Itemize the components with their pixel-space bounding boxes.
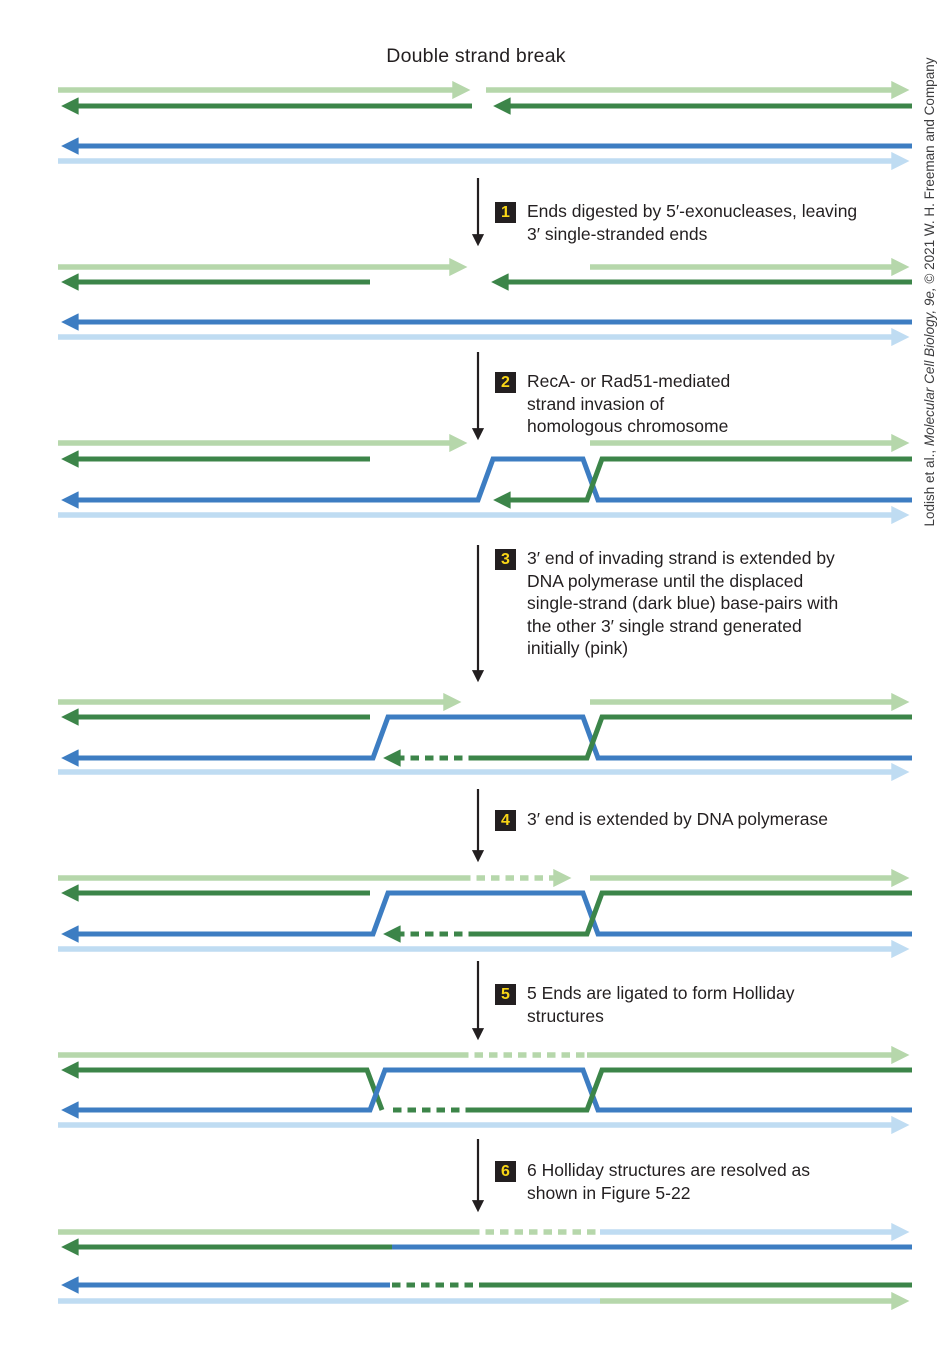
credit-suffix: © 2021 W. H. Freeman and Company: [922, 57, 937, 288]
p4-darkblue-invading-strand: [61, 714, 912, 767]
step-1-description: Ends digested by 5′-exonucleases, leavin…: [527, 201, 858, 244]
step-4-badge: 4: [495, 810, 516, 831]
panel-7-resolved-products: [58, 1222, 912, 1311]
p5-darkblue-invading-strand: [61, 890, 912, 943]
p3-darkgreen-displaced-strand: [493, 456, 912, 509]
credit-prefix: Lodish et al.,: [922, 446, 937, 527]
p6-darkblue-crossover-strand: [61, 1067, 912, 1119]
step-3-description: 3′ end of invading strand is extended by…: [527, 548, 839, 659]
p6-darkgreen-right-strand: [474, 1067, 912, 1113]
step-6-description: 6 Holliday structures are resolved as sh…: [527, 1160, 811, 1203]
panel-3-strand-invasion: [58, 433, 912, 525]
panel-5-second-end-extended: [58, 868, 912, 959]
copyright-credit: Lodish et al., Molecular Cell Biology, 9…: [922, 22, 940, 562]
credit-book-title: Molecular Cell Biology, 9e,: [922, 287, 937, 447]
panel-4-extended-invading-strand: [58, 692, 912, 782]
panel-1-double-strand-break: [58, 80, 912, 171]
p3-darkblue-invading-strand: [61, 456, 912, 509]
p6-darkgreen-left-strand: [61, 1061, 385, 1111]
step-1-badge: 1: [495, 202, 516, 223]
step-6-badge: 6: [495, 1161, 516, 1182]
step-2-description: RecA- or Rad51-mediated strand invasion …: [527, 371, 731, 437]
step-5-description: 5 Ends are ligated to form Holliday stru…: [527, 983, 795, 1026]
panel-6-holliday-structures: [58, 1045, 912, 1135]
p4-darkgreen-displaced-strand: [477, 714, 912, 761]
step-2-badge: 2: [495, 372, 516, 393]
step-4-description: 3′ end is extended by DNA polymerase: [527, 809, 828, 829]
step-3-badge: 3: [495, 549, 516, 570]
panel-2-resected-ends: [58, 257, 912, 347]
step-5-badge: 5: [495, 984, 516, 1005]
p5-darkgreen-displaced-strand: [477, 890, 912, 937]
figure-title: Double strand break: [386, 45, 566, 67]
